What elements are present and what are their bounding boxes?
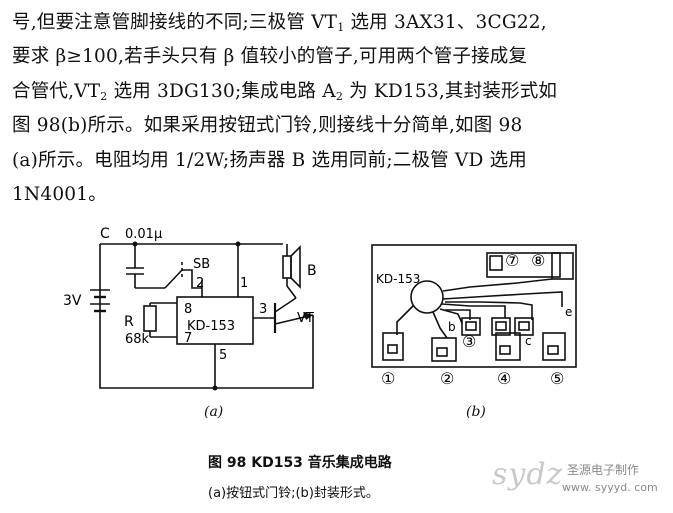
pin-3-label: 3 <box>259 302 267 317</box>
pin-1-label: 1 <box>240 276 248 291</box>
circuit-diagram: C 0.01μ SB 2 1 B 3V 8 KD-153 7 3 5 R 68k… <box>63 226 317 391</box>
junction-dot <box>235 241 241 247</box>
transistor-label: VT <box>297 311 314 326</box>
pad-5-label: ⑤ <box>550 369 564 388</box>
watermark-logo: sydz <box>492 457 564 492</box>
text-line-5: (a)所示。电阻均用 1/2W;扬声器 B 选用同前;二极管 VD 选用 <box>12 149 528 171</box>
text-line-2: 要求 β≥100,若手头只有 β 值较小的管子,可用两个管子接成复 <box>12 46 528 68</box>
text-line-3: 合管代,VT2 选用 3DG130;集成电路 A2 为 KD153,其封装形式如 <box>12 80 558 103</box>
pad-7-label: ⑦ <box>505 251 519 270</box>
pin-2-label: 2 <box>196 276 204 291</box>
package-diagram: KD-153 ⑦ ⑧ b ③ c e ① ② ④ ⑤ <box>371 244 577 388</box>
battery-label: 3V <box>63 293 82 309</box>
watermark-name: 圣源电子制作 <box>567 463 640 477</box>
junction-dot <box>212 385 218 391</box>
figure-caption-title: 图 98 KD153 音乐集成电路 <box>208 455 392 471</box>
speaker-label: B <box>307 263 317 279</box>
chip-label: KD-153 <box>187 319 235 334</box>
pad-2-label: ② <box>440 369 454 388</box>
lead-e-label: e <box>565 305 572 319</box>
emitter-arrow <box>303 312 313 320</box>
watermark-url: www. syyyd. com <box>562 481 658 494</box>
resistor-value: 68k <box>125 332 150 347</box>
lead-c-label: c <box>525 334 532 348</box>
junction-dot <box>132 241 138 247</box>
package-sub-label: (b) <box>466 404 486 420</box>
cap-label: C <box>100 226 110 242</box>
resistor-label: R <box>124 314 134 330</box>
cap-value: 0.01μ <box>125 227 162 242</box>
pad-4-label: ④ <box>497 369 511 388</box>
pad-3-label: ③ <box>462 332 476 351</box>
pin-8-label: 8 <box>184 302 192 317</box>
lead-b1-label: b <box>448 320 456 334</box>
text-line-1: 号,但要注意管脚接线的不同;三极管 VT1 选用 3AX31、3CG22, <box>12 12 547 34</box>
figure-caption-subtitle: (a)按钮式门铃;(b)封装形式。 <box>208 486 379 501</box>
pad-8-label: ⑧ <box>531 251 545 270</box>
watermark: sydz 圣源电子制作 www. syyyd. com <box>492 455 667 505</box>
package-chip-label: KD-153 <box>376 272 420 286</box>
pin-7-label: 7 <box>184 331 192 346</box>
body-text: 号,但要注意管脚接线的不同;三极管 VT1 选用 3AX31、3CG22, 要求… <box>12 6 664 212</box>
text-line-6: 1N4001。 <box>12 184 107 206</box>
pin-5-label: 5 <box>219 348 227 363</box>
switch-label: SB <box>193 257 210 272</box>
circuit-sub-label: (a) <box>204 404 224 420</box>
text-line-4: 图 98(b)所示。如果采用按钮式门铃,则接线十分简单,如图 98 <box>12 115 523 137</box>
pad-1-label: ① <box>381 369 395 388</box>
